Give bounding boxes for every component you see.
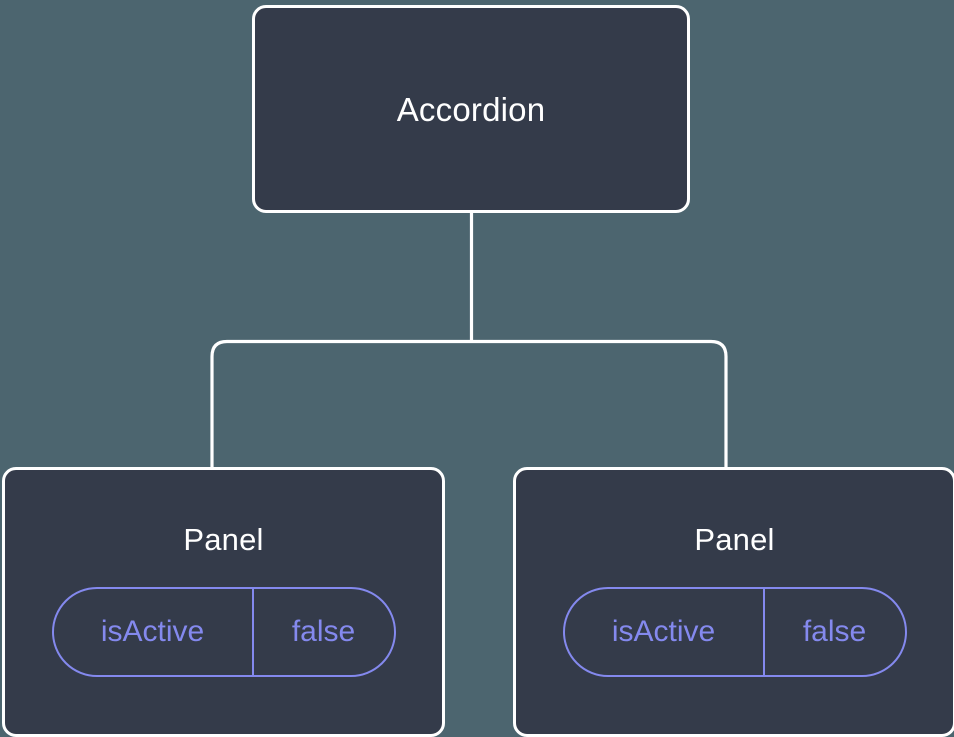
node-panel-2-prop-key: isActive (565, 589, 765, 675)
node-panel-2-prop-value: false (802, 615, 867, 648)
connector-to-panel-left (210, 339, 472, 468)
node-panel-2-prop-badge[interactable]: isActive false (562, 587, 907, 677)
node-panel-1[interactable]: Panel isActive false (2, 467, 445, 737)
node-panel-1-label: Panel (183, 522, 264, 557)
connector-to-panel-right (471, 339, 728, 468)
node-panel-1-prop-key: isActive (54, 589, 254, 675)
node-panel-1-prop-value: false (291, 615, 356, 648)
node-panel-1-prop-badge[interactable]: isActive false (51, 587, 396, 677)
node-panel-2-label: Panel (694, 522, 775, 557)
node-accordion[interactable]: Accordion (252, 5, 690, 213)
node-panel-2[interactable]: Panel isActive false (513, 467, 954, 737)
node-accordion-label: Accordion (396, 90, 546, 128)
